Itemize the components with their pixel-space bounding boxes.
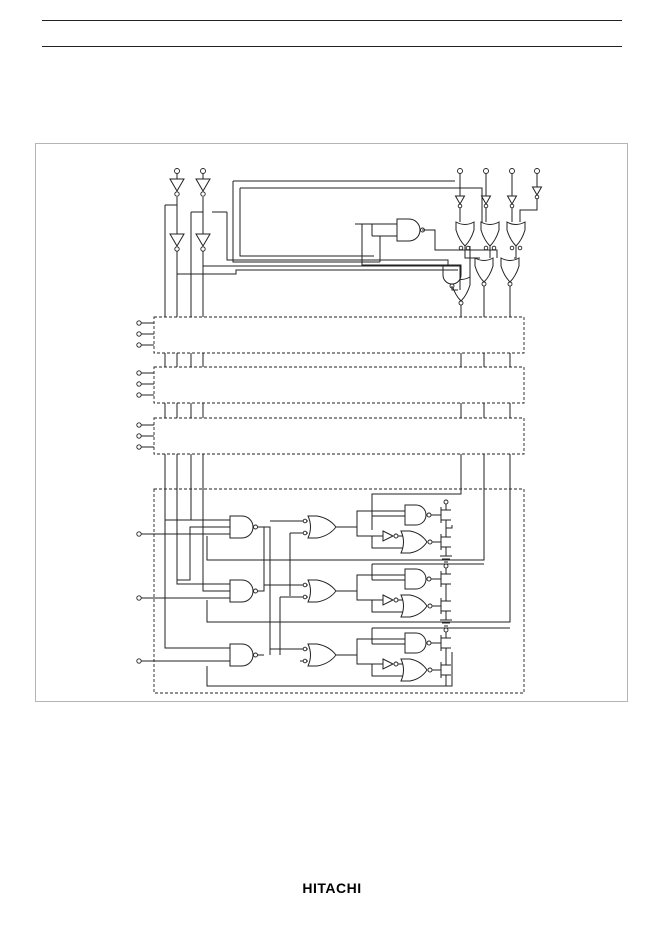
dashed-block-1 [136,316,525,354]
header-rule-top [42,20,622,21]
right-return-wires [206,454,511,687]
dashed-block-3 [136,417,525,455]
output-block-input-pins [136,531,230,664]
brand-logo: HITACHI [302,880,362,896]
routing-wires-top [164,180,483,317]
top-input-pins [174,168,540,196]
figure-frame [35,143,628,702]
channel-row-2 [229,527,484,655]
input-buffer-stage-1 [165,178,211,252]
dashed-block-2 [136,366,525,404]
inter-block-wires [164,353,511,418]
header-rule-bottom [42,46,622,47]
output-block [153,488,525,694]
decode-and-gate [371,218,498,262]
decode-or-gates [442,221,526,317]
input-buffer-stage-2 [455,186,542,222]
channel-row-3 [229,627,510,687]
channel-row-1 [229,499,453,655]
output-block-bus [164,454,230,649]
